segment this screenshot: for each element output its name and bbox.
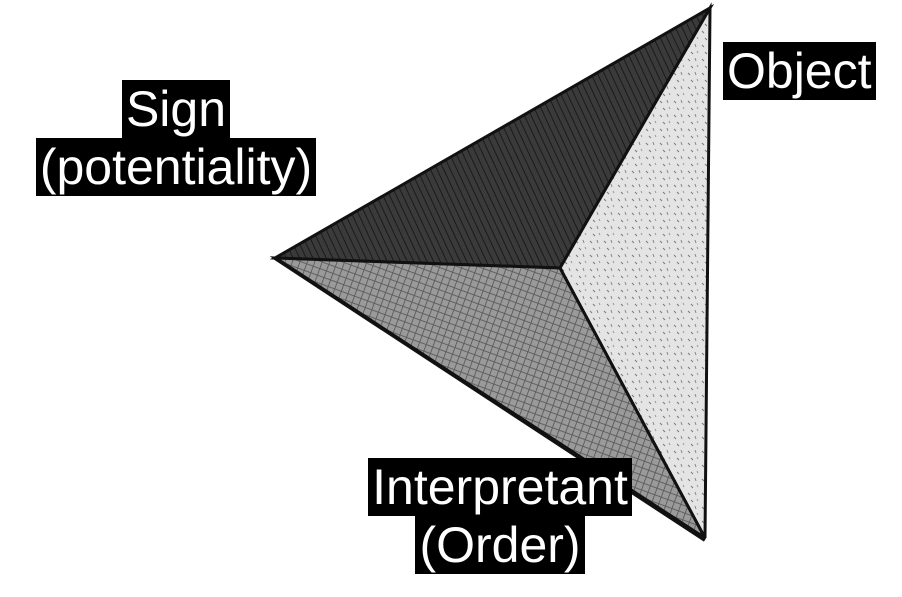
interpretant-label-line1: Interpretant [368,458,632,516]
sign-label: Sign (potentiality) [12,80,340,196]
interpretant-label-line2: (Order) [415,516,584,574]
object-label: Object [723,42,876,100]
sign-label-line2: (potentiality) [36,138,316,196]
interpretant-label: Interpretant (Order) [346,458,654,574]
sign-label-line1: Sign [122,80,230,138]
